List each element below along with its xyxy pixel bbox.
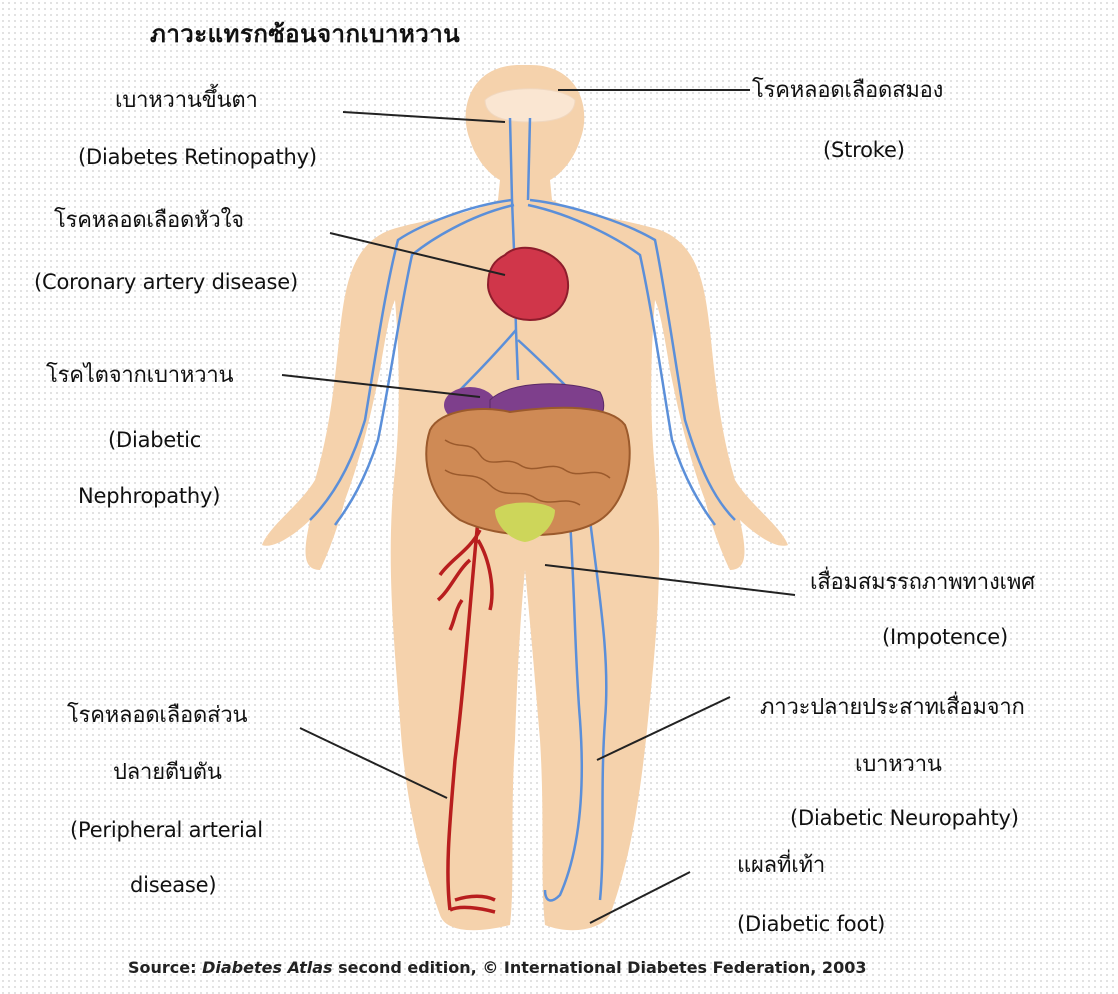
label-nephropathy-thai: โรคไตจากเบาหวาน <box>46 363 233 389</box>
source-citation: Source: Diabetes Atlas second edition, ©… <box>128 958 866 977</box>
label-neuropathy-english: (Diabetic Neuropahty) <box>790 806 1019 831</box>
source-rest: second edition, © International Diabetes… <box>333 958 867 977</box>
label-nephropathy-english-line2: Nephropathy) <box>78 484 220 509</box>
label-peripheral-thai-line1: โรคหลอดเลือดส่วน <box>67 703 247 729</box>
label-impotence-thai: เสื่อมสมรรถภาพทางเพศ <box>810 570 1035 596</box>
label-foot-english: (Diabetic foot) <box>737 912 885 937</box>
label-peripheral-english-line2: disease) <box>130 873 216 898</box>
heart-organ <box>488 248 568 320</box>
brain-shape <box>485 89 575 122</box>
label-retinopathy-english: (Diabetes Retinopathy) <box>78 145 317 170</box>
label-retinopathy-thai: เบาหวานขึ้นตา <box>115 88 258 114</box>
source-work-title: Diabetes Atlas <box>202 958 332 977</box>
label-peripheral-english-line1: (Peripheral arterial <box>70 818 263 843</box>
label-coronary-english: (Coronary artery disease) <box>34 270 298 295</box>
label-coronary-thai: โรคหลอดเลือดหัวใจ <box>54 208 244 234</box>
label-stroke-english: (Stroke) <box>823 138 905 163</box>
label-neuropathy-thai-line1: ภาวะปลายประสาทเสื่อมจาก <box>760 695 1025 721</box>
label-nephropathy-english-line1: (Diabetic <box>108 428 201 453</box>
label-peripheral-thai-line2: ปลายตีบตัน <box>113 760 222 786</box>
label-impotence-english: (Impotence) <box>882 625 1008 650</box>
source-prefix: Source: <box>128 958 202 977</box>
label-foot-thai: แผลที่เท้า <box>737 853 825 879</box>
label-stroke-thai: โรคหลอดเลือดสมอง <box>752 78 943 104</box>
label-neuropathy-thai-line2: เบาหวาน <box>855 752 942 778</box>
